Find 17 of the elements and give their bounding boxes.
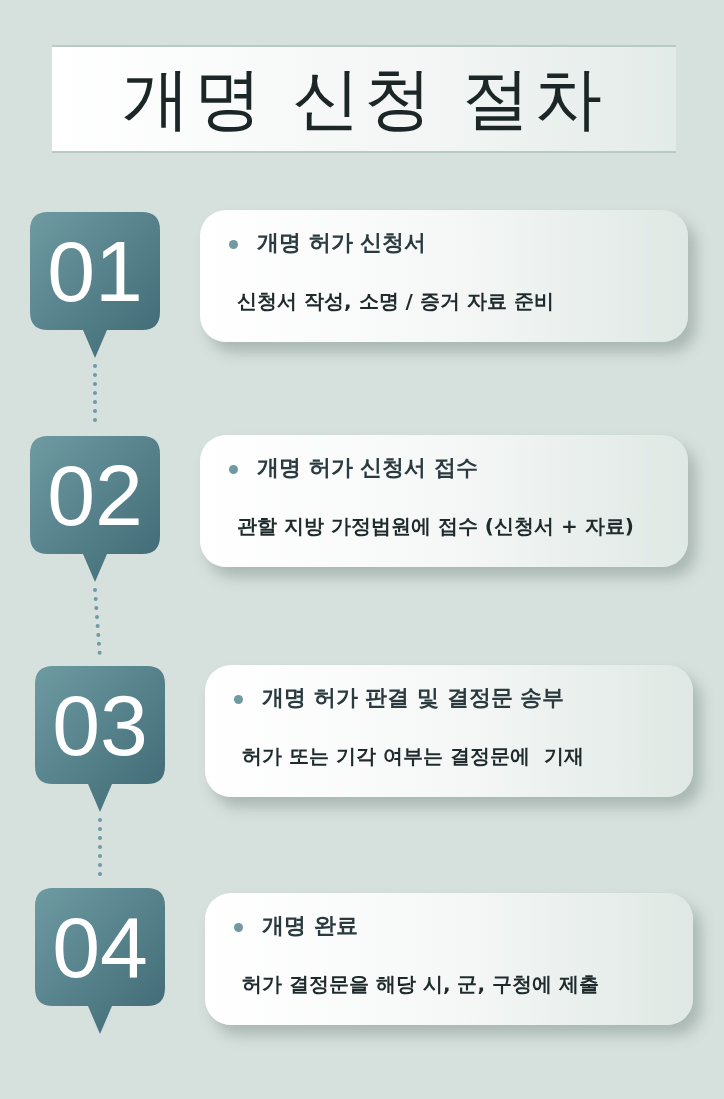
step-number-badge: 04: [35, 888, 165, 1034]
step-description: 신청서 작성, 소명 / 증거 자료 준비: [237, 288, 554, 315]
title: 개명 신청 절차: [121, 59, 607, 139]
step-card: [205, 893, 693, 1025]
step-heading: 개명 허가 신청서 접수: [257, 454, 478, 482]
step-card: [205, 665, 693, 797]
step-description: 허가 결정문을 해당 시, 군, 구청에 제출: [242, 971, 599, 998]
step-card: [200, 210, 688, 342]
step-heading: 개명 허가 신청서: [257, 229, 427, 257]
step-card: [200, 435, 688, 567]
step-heading: 개명 허가 판결 및 결정문 송부: [262, 684, 565, 712]
step-description: 허가 또는 기각 여부는 결정문에 기재: [242, 743, 584, 770]
step-number-badge: 02: [30, 436, 160, 582]
step-description: 관할 지방 가정법원에 접수 (신청서 + 자료): [237, 513, 634, 540]
step-number-badge: 03: [35, 666, 165, 812]
step-number-badge: 01: [30, 212, 160, 358]
step-heading: 개명 완료: [262, 912, 358, 940]
